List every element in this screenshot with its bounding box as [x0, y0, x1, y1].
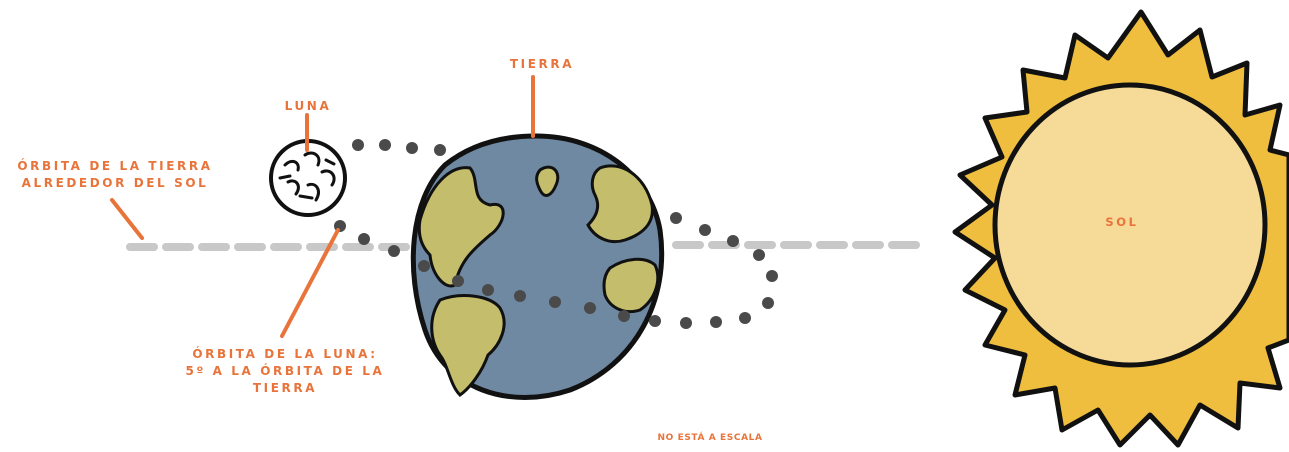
- earth-land-east: [586, 164, 654, 244]
- earth-orbit-label-line-1: ÓRBITA DE LA TIERRA: [17, 159, 213, 173]
- moon-orbit-label-line-1: ÓRBITA DE LA LUNA:: [192, 347, 378, 361]
- sun-disc: [992, 82, 1268, 368]
- earth-land-south: [430, 294, 506, 397]
- scale-note: NO ESTÁ A ESCALA: [657, 433, 763, 443]
- moon-orbit-label: ÓRBITA DE LA LUNA: 5º A LA ÓRBITA DE LA …: [160, 346, 410, 397]
- sun-label: SOL: [1105, 215, 1139, 229]
- moon-label: LUNA: [284, 99, 332, 113]
- moon-orbit-dots-front: [334, 220, 722, 329]
- earth-orbit-line: [126, 241, 929, 251]
- sun: [952, 9, 1289, 448]
- earth-land-island: [535, 165, 560, 197]
- moon-orbit-dots-back: [352, 139, 778, 324]
- earth-land-west: [417, 166, 505, 288]
- earth-orbit-label: ÓRBITA DE LA TIERRA ALREDEDOR DEL SOL: [4, 158, 226, 192]
- label-pointers: [110, 75, 535, 338]
- earth-land-southeast: [602, 257, 660, 314]
- moon: [269, 139, 347, 217]
- earth-orbit-label-line-2: ALREDEDOR DEL SOL: [21, 176, 209, 190]
- moon-orbit-label-line-3: TIERRA: [252, 381, 318, 395]
- moon-orbit-label-line-2: 5º A LA ÓRBITA DE LA: [185, 364, 385, 378]
- earth-label: TIERRA: [509, 57, 575, 71]
- earth: [410, 133, 665, 400]
